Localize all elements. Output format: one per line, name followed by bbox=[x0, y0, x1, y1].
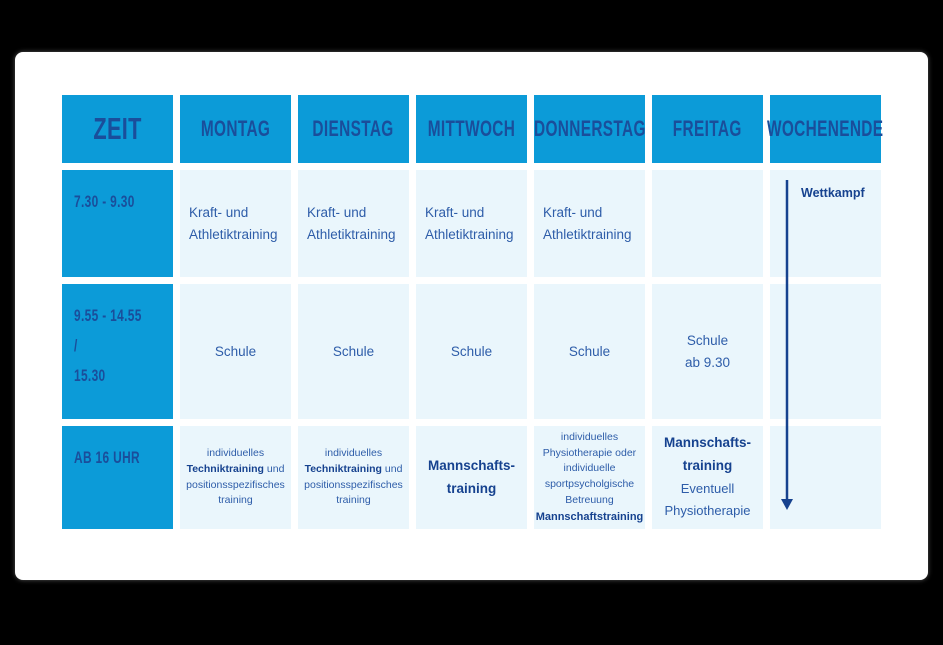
donnerstag-afternoon-bold: Mannschaftstraining bbox=[535, 510, 644, 523]
header-montag-label: MONTAG bbox=[200, 116, 271, 141]
time-cell-afternoon: AB 16 UHR bbox=[62, 426, 173, 529]
header-mittwoch-label: MITTWOCH bbox=[427, 116, 516, 141]
cell-montag-morning: Kraft- und Athletiktraining bbox=[180, 170, 291, 277]
cell-mittwoch-morning-text: Kraft- und Athletiktraining bbox=[425, 204, 514, 242]
cell-donnerstag-afternoon-text: individuelles Physiotherapie oder indivi… bbox=[536, 430, 644, 526]
cell-donnerstag-school: Schule bbox=[534, 284, 645, 419]
header-wochenende: WOCHENENDE bbox=[767, 95, 884, 163]
time-cell-school: 9.55 - 14.55 / 15.30 bbox=[62, 284, 173, 419]
cell-dienstag-morning: Kraft- und Athletiktraining bbox=[298, 170, 409, 277]
montag-afternoon-post: und positionsspezifisches training bbox=[186, 462, 285, 507]
donnerstag-afternoon-pre: individuelles Physiotherapie oder indivi… bbox=[542, 430, 637, 506]
header-mittwoch: MITTWOCH bbox=[416, 95, 527, 163]
cell-mittwoch-afternoon: Mannschafts- training bbox=[416, 426, 527, 529]
cell-montag-morning-text: Kraft- und Athletiktraining bbox=[189, 204, 278, 242]
cell-wochenende-morning bbox=[770, 170, 881, 277]
dienstag-afternoon-post: und positionsspezifisches training bbox=[304, 462, 403, 507]
cell-dienstag-school-text: Schule bbox=[332, 343, 375, 359]
header-wochenende-label: WOCHENENDE bbox=[767, 116, 884, 141]
cell-wochenende-school-empty bbox=[770, 284, 881, 419]
cell-donnerstag-morning-text: Kraft- und Athletiktraining bbox=[543, 204, 632, 242]
cell-freitag-school: Schule ab 9.30 bbox=[652, 284, 763, 419]
montag-afternoon-bold: Techniktraining bbox=[186, 462, 264, 475]
freitag-afternoon-post: Eventuell Physiotherapie bbox=[664, 480, 751, 519]
header-zeit: ZEIT bbox=[62, 95, 173, 163]
cell-freitag-afternoon-text: Mannschafts- training Eventuell Physioth… bbox=[664, 432, 751, 524]
header-dienstag-label: DIENSTAG bbox=[312, 116, 395, 141]
header-freitag: FREITAG bbox=[652, 95, 763, 163]
cell-dienstag-afternoon: individuelles Techniktraining und positi… bbox=[298, 426, 409, 529]
dienstag-afternoon-bold: Techniktraining bbox=[304, 462, 382, 475]
cell-donnerstag-school-text: Schule bbox=[568, 343, 611, 359]
cell-montag-school-text: Schule bbox=[214, 343, 257, 359]
header-zeit-label: ZEIT bbox=[93, 111, 142, 146]
weekly-training-schedule-table: ZEIT MONTAG DIENSTAG MITTWOCH DONNERSTAG… bbox=[62, 95, 884, 529]
header-montag: MONTAG bbox=[180, 95, 291, 163]
dienstag-afternoon-pre: individuelles bbox=[324, 447, 383, 459]
cell-donnerstag-morning: Kraft- und Athletiktraining bbox=[534, 170, 645, 277]
header-donnerstag: DONNERSTAG bbox=[534, 95, 645, 163]
header-donnerstag-label: DONNERSTAG bbox=[533, 116, 646, 141]
freitag-afternoon-bold: Mannschafts- training bbox=[663, 434, 751, 473]
cell-dienstag-afternoon-text: individuelles Techniktraining und positi… bbox=[304, 446, 403, 509]
schedule-card: ZEIT MONTAG DIENSTAG MITTWOCH DONNERSTAG… bbox=[15, 52, 928, 580]
cell-mittwoch-morning: Kraft- und Athletiktraining bbox=[416, 170, 527, 277]
cell-dienstag-school: Schule bbox=[298, 284, 409, 419]
time-label-afternoon: AB 16 UHR bbox=[74, 448, 140, 467]
header-dienstag: DIENSTAG bbox=[298, 95, 409, 163]
cell-donnerstag-afternoon: individuelles Physiotherapie oder indivi… bbox=[534, 426, 645, 529]
cell-montag-afternoon-text: individuelles Techniktraining und positi… bbox=[186, 446, 285, 509]
cell-mittwoch-school: Schule bbox=[416, 284, 527, 419]
cell-mittwoch-afternoon-text: Mannschafts- training bbox=[427, 457, 515, 496]
montag-afternoon-pre: individuelles bbox=[206, 447, 265, 459]
time-cell-morning: 7.30 - 9.30 bbox=[62, 170, 173, 277]
cell-wochenende-afternoon-empty bbox=[770, 426, 881, 529]
cell-montag-afternoon: individuelles Techniktraining und positi… bbox=[180, 426, 291, 529]
cell-freitag-morning-empty bbox=[652, 170, 763, 277]
cell-freitag-afternoon: Mannschafts- training Eventuell Physioth… bbox=[652, 426, 763, 529]
cell-mittwoch-school-text: Schule bbox=[450, 343, 493, 359]
cell-freitag-school-text: Schule ab 9.30 bbox=[684, 332, 731, 370]
cell-montag-school: Schule bbox=[180, 284, 291, 419]
time-label-morning: 7.30 - 9.30 bbox=[74, 192, 135, 211]
time-label-school: 9.55 - 14.55 / 15.30 bbox=[74, 306, 142, 385]
header-freitag-label: FREITAG bbox=[673, 116, 742, 141]
cell-dienstag-morning-text: Kraft- und Athletiktraining bbox=[307, 204, 396, 242]
